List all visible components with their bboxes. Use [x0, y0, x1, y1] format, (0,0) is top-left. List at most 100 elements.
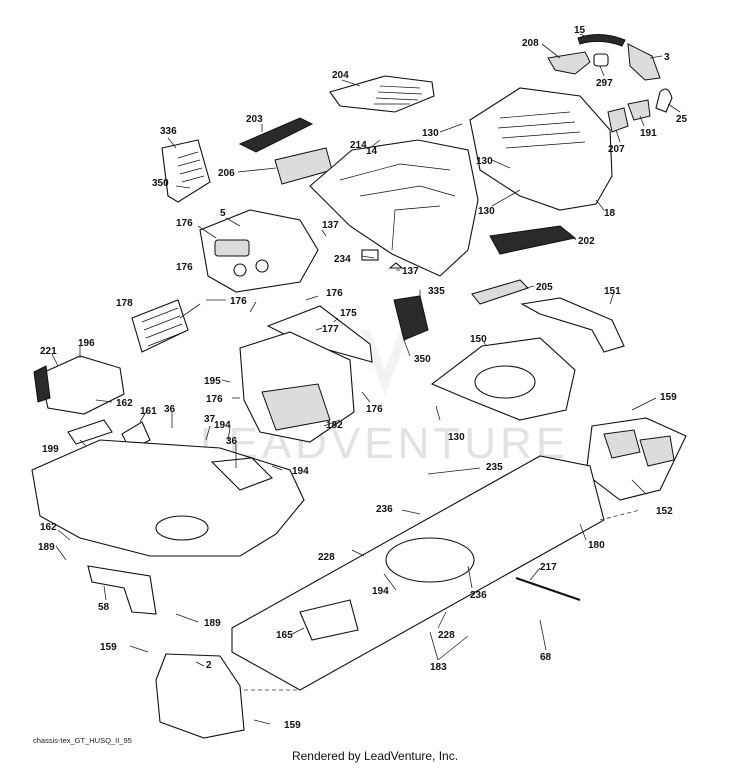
callout-206: 206	[218, 168, 235, 179]
callout-176-d: 176	[326, 288, 343, 299]
callout-189-b: 189	[204, 618, 221, 629]
callout-5: 5	[220, 208, 226, 219]
callout-130-bottom: 130	[448, 432, 465, 443]
part-196-console	[39, 355, 125, 415]
callout-175: 175	[340, 308, 357, 319]
callout-165: 165	[276, 630, 293, 641]
callout-162-b: 162	[40, 522, 57, 533]
part-14-hood	[309, 139, 479, 277]
callout-176-a: 176	[176, 218, 193, 229]
part-202-grille	[489, 225, 577, 255]
leader-lines	[51, 33, 681, 725]
callout-205: 205	[536, 282, 553, 293]
part-3-side-piece	[627, 43, 661, 81]
callout-159-b: 159	[100, 642, 117, 653]
part-336-side-panel	[161, 139, 211, 203]
callout-150: 150	[470, 334, 487, 345]
part-25-bumper-strip	[655, 88, 673, 113]
part-18-front-nose	[469, 87, 613, 211]
callout-191: 191	[640, 128, 657, 139]
part-207-light	[607, 107, 629, 133]
callout-189-a: 189	[38, 542, 55, 553]
callout-14: 14	[366, 146, 378, 157]
callout-335: 335	[428, 286, 445, 297]
part-217-rod	[515, 577, 581, 601]
part-15-trim-bar	[577, 34, 626, 47]
callout-228-b: 228	[438, 630, 455, 641]
callout-236-b: 236	[470, 590, 487, 601]
callout-152: 152	[656, 506, 673, 517]
callout-221: 221	[40, 346, 57, 357]
callout-336: 336	[160, 126, 177, 137]
callout-204: 204	[332, 70, 349, 81]
callout-203: 203	[246, 114, 263, 125]
part-234-label	[361, 249, 379, 261]
callout-183: 183	[430, 662, 447, 673]
callout-15: 15	[574, 25, 586, 36]
callout-130-mid: 130	[476, 156, 493, 167]
part-335-vent	[393, 295, 429, 341]
callout-194-c: 194	[372, 586, 389, 597]
callout-159-a: 159	[660, 392, 677, 403]
part-221-cover	[33, 365, 51, 403]
callout-36-a: 36	[164, 404, 176, 415]
callout-207: 207	[608, 144, 625, 155]
callout-162-a: 162	[116, 398, 133, 409]
callout-178: 178	[116, 298, 133, 309]
callout-182: 182	[326, 420, 343, 431]
callout-202: 202	[578, 236, 595, 247]
callout-194-a: 194	[214, 420, 231, 431]
callout-350-top: 350	[152, 178, 169, 189]
callout-2: 2	[206, 660, 212, 671]
part-2-mount-bracket	[155, 653, 245, 739]
part-5-dash-panel	[199, 209, 319, 293]
callout-159-c: 159	[284, 720, 301, 731]
callout-151: 151	[604, 286, 621, 297]
callout-36-b: 36	[226, 436, 238, 447]
callout-236-a: 236	[376, 504, 393, 515]
callout-195: 195	[204, 376, 221, 387]
callout-196: 196	[78, 338, 95, 349]
part-199-plate	[67, 419, 113, 445]
callout-176-c: 176	[230, 296, 247, 307]
part-58-bracket	[87, 565, 157, 615]
callout-labels: 15 208 297 3 204 25 191 207 336 203 214 …	[38, 25, 688, 731]
callout-208: 208	[522, 38, 539, 49]
callout-214: 214	[350, 140, 367, 151]
callout-228-a: 228	[318, 552, 335, 563]
callout-176-b: 176	[176, 262, 193, 273]
callout-199: 199	[42, 444, 59, 455]
callout-18: 18	[604, 208, 616, 219]
callout-37: 37	[204, 414, 216, 425]
callout-234: 234	[334, 254, 351, 265]
callout-194-b: 194	[292, 466, 309, 477]
callout-177: 177	[322, 324, 339, 335]
callout-25: 25	[676, 114, 688, 125]
callout-161: 161	[140, 406, 157, 417]
callout-176-f: 176	[366, 404, 383, 415]
callout-176-e: 176	[206, 394, 223, 405]
callout-130-front: 130	[478, 206, 495, 217]
part-191-light	[627, 99, 651, 121]
part-178-side-grille	[131, 299, 189, 353]
part-137-clip	[388, 262, 404, 269]
callout-137-a: 137	[322, 220, 339, 231]
part-208-bracket	[547, 51, 591, 75]
callout-3: 3	[664, 52, 670, 63]
callout-235: 235	[486, 462, 503, 473]
part-151-bracket	[520, 297, 625, 353]
part-205-trim	[471, 279, 529, 305]
callout-350-mid: 350	[414, 354, 431, 365]
footer-credit: Rendered by LeadVenture, Inc.	[291, 749, 459, 763]
callout-58: 58	[98, 602, 110, 613]
callout-297: 297	[596, 78, 613, 89]
part-203-vent-insert	[238, 117, 314, 153]
callout-217: 217	[540, 562, 557, 573]
callout-68: 68	[540, 652, 552, 663]
watermark-logo-icon	[360, 330, 410, 395]
callout-180: 180	[588, 540, 605, 551]
callout-130-top: 130	[422, 128, 439, 139]
diagram-code-label: chassis-tex_GT_HUSQ_II_95	[33, 736, 132, 745]
callout-137-b: 137	[402, 266, 419, 277]
